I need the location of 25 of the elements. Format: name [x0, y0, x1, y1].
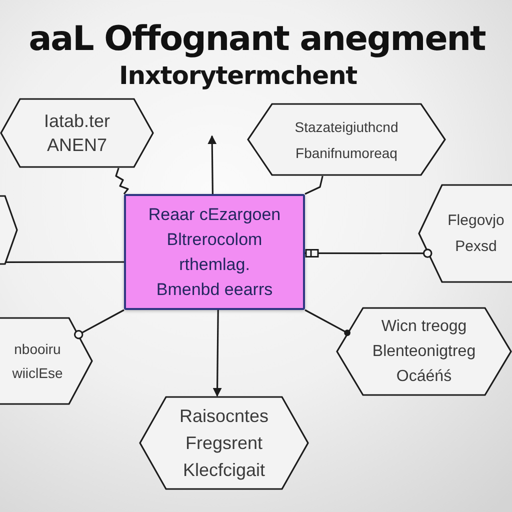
arrow [212, 310, 222, 397]
hexagon-node [418, 184, 512, 283]
node-label: Raisocntes Fregsrent Klecfcigait [178, 404, 270, 482]
hexagon-node [0, 195, 18, 265]
node-label: Stazateigiuthcnd Fbanifnumoreaq [294, 118, 400, 163]
arrow [208, 135, 217, 194]
connector-line [115, 168, 129, 194]
connector-line [304, 309, 350, 336]
diagram-title: aaL Offognant anegment [28, 20, 486, 60]
connector-line [305, 248, 432, 258]
connector-line [304, 176, 324, 195]
node-label: Iatab.ter ANEN7 [42, 110, 112, 157]
node-label: Reaar cEzargoen Bltrerocolom rthemlag. Bmenbd eearrs [147, 204, 282, 301]
connector-line [74, 309, 124, 340]
connector-line [6, 261, 124, 263]
hexagon-node [247, 103, 446, 176]
node-label: Flegovjo Pexsd [446, 210, 506, 256]
hexagon-node [336, 307, 512, 396]
central-box [124, 194, 305, 310]
hexagon-node [139, 396, 309, 490]
diagram-subtitle: Inxtorytermchent [119, 62, 357, 91]
hexagon-node [0, 98, 154, 168]
node-label: nbooiru wiiclEse [11, 340, 64, 383]
hexagon-node [0, 317, 93, 405]
node-label: Wicn treogg Blenteonigtreg Ocáéńś [371, 317, 477, 387]
